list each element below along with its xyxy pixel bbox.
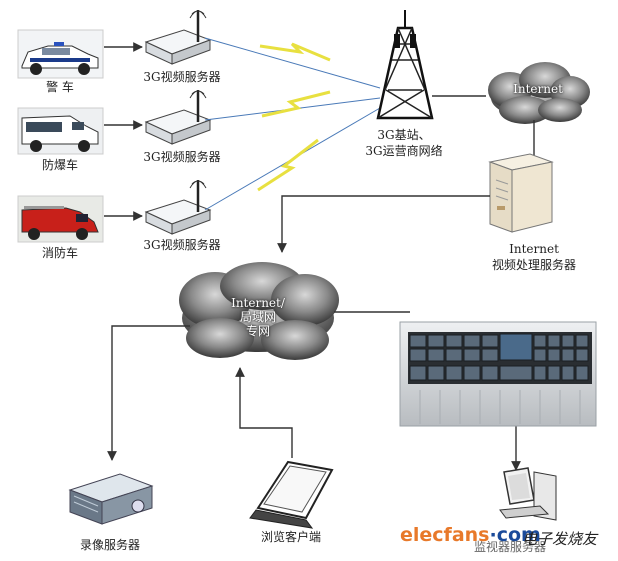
arrow-client-to-lan (235, 367, 293, 458)
server-label-2: 3G视频服务器 (143, 150, 221, 164)
watermark-brand: elecfans·com (400, 524, 541, 546)
recording-server-label: 录像服务器 (79, 538, 141, 552)
processing-server-label-line1: Internet (509, 242, 559, 256)
recording-server-icon (68, 473, 154, 525)
police-car-icon (17, 29, 104, 79)
3g-video-server-icon (144, 90, 212, 145)
server-label-1: 3G视频服务器 (143, 70, 221, 84)
internet-cloud-label: Internet (513, 82, 563, 96)
lan-cloud-label-line3: 专网 (245, 324, 270, 338)
explosion-proof-vehicle-icon (17, 107, 104, 155)
video-wall-icon (399, 321, 597, 427)
monitoring-pc-icon (499, 467, 557, 521)
vehicle-label-explosion-proof: 防爆车 (41, 158, 79, 172)
laptop-icon (249, 460, 334, 529)
fire-truck-icon (17, 195, 104, 243)
arrow-lan-to-recording-server (107, 325, 190, 461)
lightning-bolt-icon (261, 90, 331, 118)
lan-cloud-label-line1: Internet/ (231, 296, 285, 310)
vehicle-label-police: 警 车 (46, 80, 74, 94)
3g-video-server-icon (144, 10, 212, 65)
processing-server-label-line2: 视频处理服务器 (491, 258, 577, 272)
base-station-label-line2: 3G运营商网络 (365, 144, 443, 158)
base-station-label-line1: 3G基站、 (377, 128, 431, 142)
internet-cloud-icon (488, 62, 590, 124)
lightning-bolt-icon (257, 138, 319, 192)
processing-server-icon (488, 153, 554, 233)
3g-tower-icon (376, 10, 434, 120)
wireless-links (204, 37, 381, 211)
lan-cloud-label-line2: 局域网 (239, 310, 276, 324)
server-label-3: 3G视频服务器 (143, 238, 221, 252)
lightning-bolt-icon (259, 42, 331, 62)
watermark-cn: 电子发烧友 (522, 530, 598, 548)
3g-video-server-icon (144, 180, 212, 235)
arrow-processing-to-lan (277, 195, 490, 253)
vehicle-label-fire-truck: 消防车 (41, 246, 79, 260)
browser-client-label: 浏览客户端 (260, 530, 322, 544)
monitoring-center-label: 监视器服务器 (473, 540, 547, 554)
lan-cloud-icon (179, 262, 339, 360)
watermark-dotcom: ·com (489, 524, 541, 546)
